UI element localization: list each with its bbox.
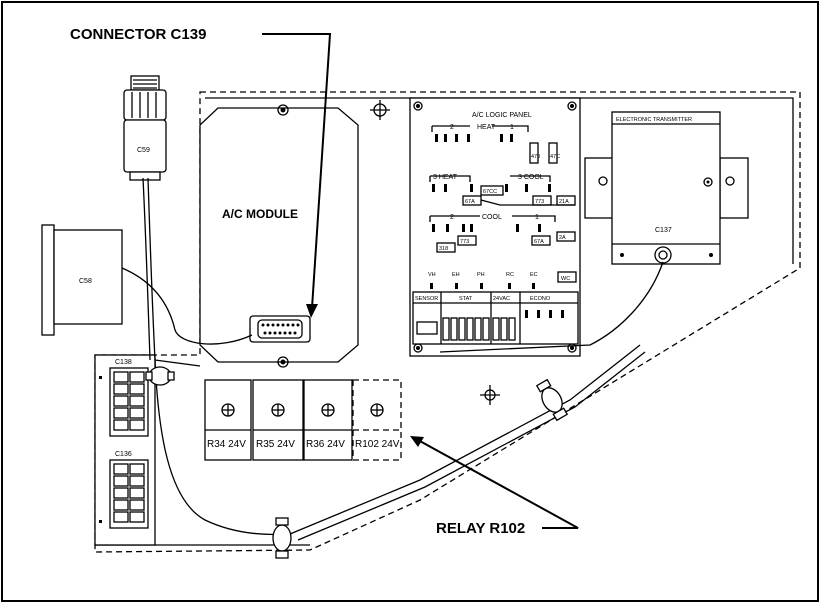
svg-text:67CC: 67CC — [483, 189, 497, 195]
relay-r36: R36 24V — [303, 379, 353, 461]
svg-text:R102 24V: R102 24V — [355, 439, 400, 450]
svg-text:2A: 2A — [559, 235, 566, 241]
svg-text:2: 2 — [450, 214, 454, 221]
svg-text:773: 773 — [460, 239, 469, 245]
svg-text:SENSOR: SENSOR — [415, 296, 438, 302]
svg-text:WC: WC — [561, 276, 570, 282]
callout-connector-c139: CONNECTOR C139 — [70, 26, 332, 318]
ac-module: A/C MODULE — [199, 104, 359, 368]
ac-logic-panel: A/C LOGIC PANEL 2 HEAT 1 470 47C 3 HEAT … — [409, 97, 581, 357]
svg-text:PH: PH — [477, 272, 485, 278]
svg-text:RC: RC — [506, 272, 514, 278]
transmitter-label: ELECTRONIC TRANSMITTER — [616, 117, 692, 123]
svg-text:2: 2 — [450, 124, 454, 131]
svg-text:ECONO: ECONO — [530, 296, 551, 302]
connector-c59: C59 — [123, 75, 167, 181]
callout-relay-r102-label: RELAY R102 — [436, 520, 525, 537]
svg-text:R36 24V: R36 24V — [306, 439, 345, 450]
c136-label: C136 — [115, 451, 132, 458]
svg-text:24VAC: 24VAC — [493, 296, 510, 302]
cable-clamps — [145, 366, 569, 559]
callout-relay-r102: RELAY R102 — [410, 436, 579, 537]
svg-text:21A: 21A — [559, 199, 569, 205]
connector-c139 — [249, 315, 311, 343]
svg-text:67A: 67A — [465, 199, 475, 205]
connector-block-c138-c136: C138 C136 — [94, 354, 156, 546]
electronic-transmitter: ELECTRONIC TRANSMITTER C137 — [584, 111, 749, 265]
main-panel-outline — [94, 91, 801, 553]
mounting-marks — [370, 100, 500, 405]
svg-text:VH: VH — [428, 272, 436, 278]
logic-panel-title: A/C LOGIC PANEL — [472, 112, 532, 119]
connector-c58: C58 — [41, 224, 123, 336]
svg-text:1: 1 — [510, 124, 514, 131]
c59-label: C59 — [137, 147, 150, 154]
ac-module-label: A/C MODULE — [222, 207, 298, 221]
wiring-harness — [121, 177, 664, 541]
svg-text:STAT: STAT — [459, 296, 473, 302]
c138-label: C138 — [115, 359, 132, 366]
svg-text:R34 24V: R34 24V — [207, 439, 246, 450]
svg-text:HEAT: HEAT — [477, 124, 496, 131]
svg-text:67A: 67A — [534, 239, 544, 245]
svg-text:318: 318 — [439, 246, 448, 252]
relay-r34: R34 24V — [204, 379, 252, 461]
svg-text:EC: EC — [530, 272, 538, 278]
c58-label: C58 — [79, 278, 92, 285]
svg-text:47C: 47C — [550, 154, 560, 160]
svg-text:3 COOL: 3 COOL — [518, 174, 544, 181]
relay-r102: R102 24V — [352, 379, 402, 461]
callout-connector-c139-label: CONNECTOR C139 — [70, 26, 206, 43]
svg-text:470: 470 — [531, 154, 540, 160]
svg-text:EH: EH — [452, 272, 460, 278]
svg-text:3 HEAT: 3 HEAT — [433, 174, 458, 181]
svg-text:1: 1 — [535, 214, 539, 221]
relay-row: R34 24V R35 24V R36 24V R102 24V — [204, 379, 402, 461]
svg-text:COOL: COOL — [482, 214, 502, 221]
svg-text:773: 773 — [535, 199, 544, 205]
c137-label: C137 — [655, 227, 672, 234]
relay-r35: R35 24V — [252, 379, 304, 461]
svg-text:R35 24V: R35 24V — [256, 439, 295, 450]
